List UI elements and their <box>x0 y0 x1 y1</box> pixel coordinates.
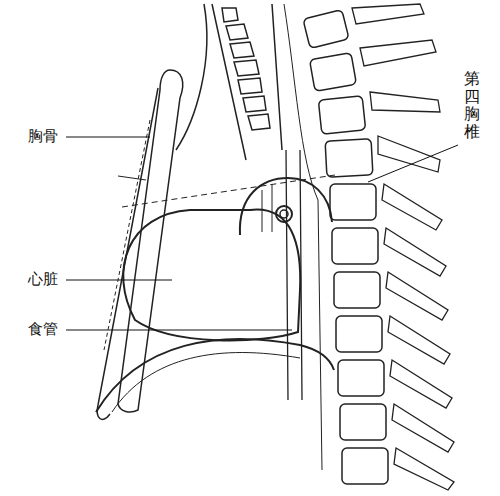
leader-lines <box>66 137 458 330</box>
part-label: 胸骨 <box>28 127 58 145</box>
part-label: 心脏 <box>28 270 58 288</box>
sternum <box>118 70 183 412</box>
trachea <box>212 4 282 160</box>
part-label: 食管 <box>28 320 58 338</box>
spinous-processes <box>352 4 454 490</box>
part-label: 第四胸椎 <box>464 70 480 140</box>
diaphragm <box>96 339 334 412</box>
esophagus <box>286 150 302 400</box>
heart <box>123 210 300 341</box>
vertebral-column <box>303 10 388 484</box>
